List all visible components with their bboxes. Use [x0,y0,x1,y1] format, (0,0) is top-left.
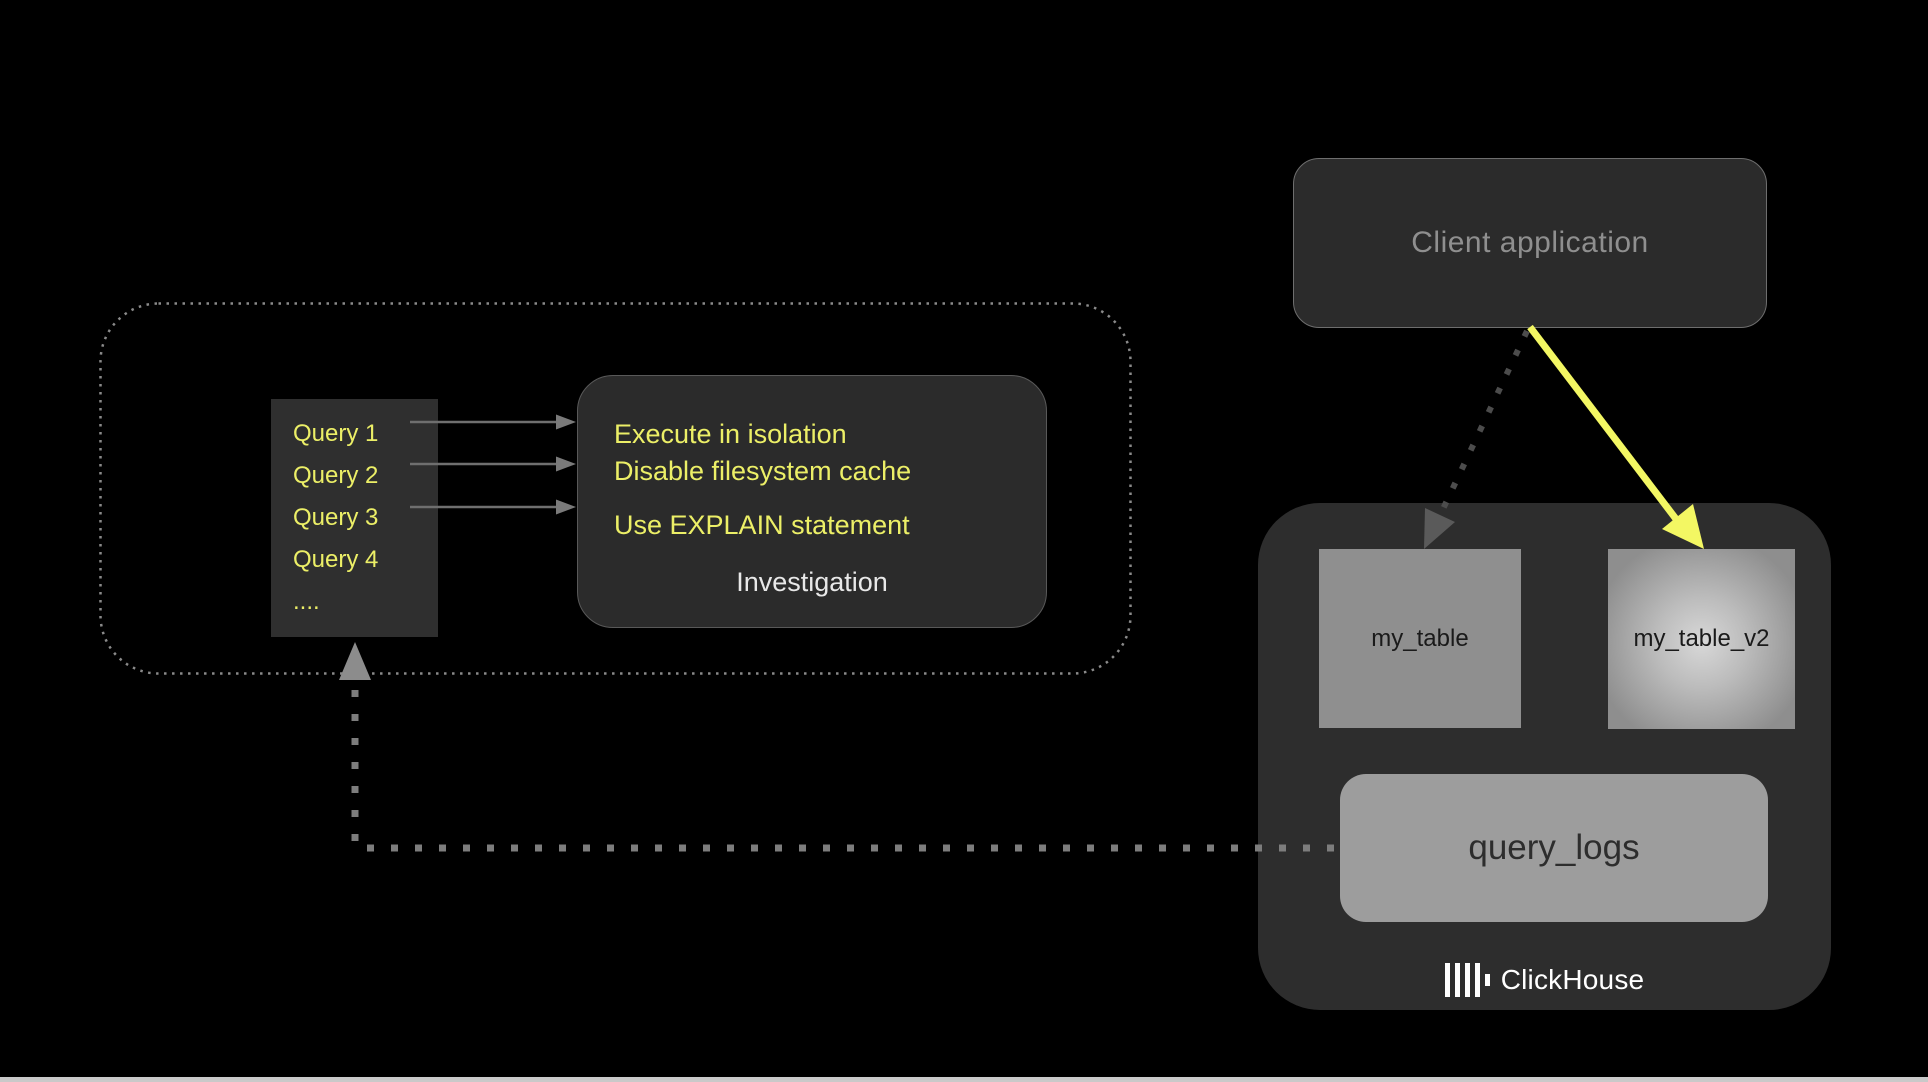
clickhouse-brand-name: ClickHouse [1500,964,1645,995]
query-logs-node: query_logs [1340,774,1768,922]
my-table-label: my_table [1371,624,1469,652]
query-list-node: Query 1 Query 2 Query 3 Query 4 .... [271,399,438,637]
my-table-node: my_table [1319,549,1521,728]
client-application-label: Client application [1411,226,1649,259]
my-table-v2-label: my_table_v2 [1633,625,1770,652]
investigation-node: Execute in isolation Disable filesystem … [577,375,1047,628]
clickhouse-logo-icon [1444,963,1490,997]
query-logs-label: query_logs [1468,828,1640,867]
screen-bottom-edge [0,1077,1928,1082]
query-logs-feedback-arrow [339,642,1334,852]
clickhouse-container: my_table my_table_v2 query_logs ClickHou… [1258,503,1831,1010]
query-item: Query 2 [293,462,379,489]
clickhouse-brand: ClickHouse [1258,963,1831,997]
query-item-ellipsis: .... [293,588,320,615]
investigation-tip: Disable filesystem cache [614,456,912,486]
investigation-tip: Execute in isolation [614,419,847,449]
query-item: Query 4 [293,546,379,573]
client-application-node: Client application [1293,158,1767,328]
investigation-tip: Use EXPLAIN statement [614,510,910,540]
query-item: Query 1 [293,420,379,447]
query-item: Query 3 [293,504,379,531]
investigation-caption: Investigation [736,567,888,597]
my-table-v2-node: my_table_v2 [1608,549,1795,729]
